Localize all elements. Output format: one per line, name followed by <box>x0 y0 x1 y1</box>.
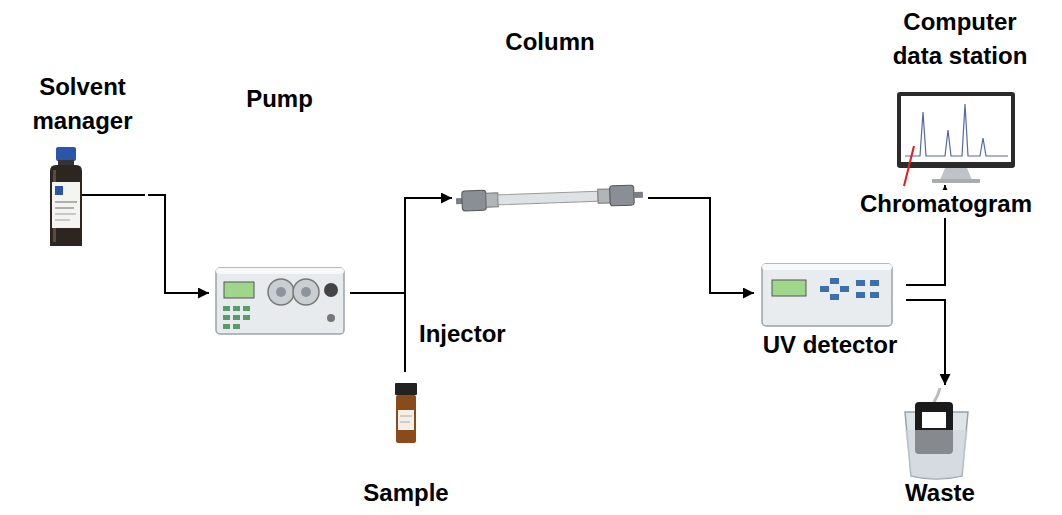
solvent-bottle-icon <box>52 182 80 228</box>
uv-detector-icon <box>772 280 806 296</box>
pump-icon <box>327 314 335 322</box>
column-icon <box>610 185 635 206</box>
solvent-bottle-icon <box>55 219 70 221</box>
solvent-bottle-icon <box>55 207 74 209</box>
monitor-icon <box>940 168 972 180</box>
uv-detector-icon <box>870 280 879 286</box>
uv-detector-icon <box>762 264 892 270</box>
column-icon <box>486 193 498 207</box>
column-icon <box>498 191 598 204</box>
uv-detector-icon <box>830 278 839 284</box>
uv-detector-icon <box>762 264 892 326</box>
pump-icon <box>233 306 240 311</box>
flow-connector <box>906 300 945 385</box>
component-node: UV detector <box>754 258 906 362</box>
pump-icon <box>223 315 230 320</box>
component-label: Sample <box>357 476 455 510</box>
sample-vial-icon <box>396 395 416 443</box>
uv-detector-icon <box>856 280 865 286</box>
uv-detector-icon <box>870 292 879 298</box>
uv-detector-icon <box>820 286 829 292</box>
column-icon <box>598 189 610 203</box>
waste-container-icon <box>922 412 946 428</box>
component-node: Column <box>452 25 648 215</box>
waste-container-icon <box>905 388 968 479</box>
solvent-bottle-icon <box>50 165 82 246</box>
solvent-bottle-icon <box>56 147 76 161</box>
tube-stub <box>82 194 145 196</box>
solvent-bottle-icon <box>55 213 76 215</box>
component-label: Waste <box>892 476 988 510</box>
waste-container-icon <box>905 430 968 479</box>
uv-detector-icon <box>762 264 892 326</box>
flow-connector <box>148 195 209 293</box>
pump-icon <box>276 287 286 297</box>
column-icon <box>456 185 644 212</box>
pump-icon <box>268 279 294 305</box>
pump-icon <box>324 283 338 297</box>
solvent-bottle-icon <box>50 147 82 246</box>
pump-icon <box>293 279 319 305</box>
leader-line <box>904 146 914 186</box>
waste-container-icon <box>934 388 940 402</box>
solvent-bottle-icon <box>55 186 63 195</box>
component-label: Pump <box>209 82 350 116</box>
pump-icon <box>223 306 230 311</box>
pump-icon <box>301 287 311 297</box>
pump-icon <box>243 315 250 320</box>
sample-vial-icon <box>395 383 417 443</box>
monitor-icon <box>932 179 980 183</box>
uv-detector-icon <box>830 294 839 300</box>
component-label: Column <box>452 25 648 59</box>
component-node: Sample <box>357 372 455 510</box>
sample-vial-icon <box>395 383 417 395</box>
component-label: UV detector <box>754 328 906 362</box>
pump-icon <box>233 315 240 320</box>
monitor-icon <box>897 92 1015 183</box>
sample-vial-icon <box>398 410 414 430</box>
solvent-bottle-icon <box>55 201 77 203</box>
component-node: Solvent manager <box>17 70 148 250</box>
pump-icon <box>216 268 344 334</box>
pump-icon <box>216 268 344 334</box>
component-label: Solvent manager <box>17 70 148 138</box>
pump-icon <box>243 306 250 311</box>
pump-icon <box>223 324 230 329</box>
sample-vial-icon <box>400 416 412 417</box>
monitor-icon <box>905 104 1008 156</box>
column-icon <box>634 192 643 198</box>
connector-label: Injector <box>416 320 509 348</box>
pump-icon <box>233 324 240 329</box>
waste-container-icon <box>905 412 968 479</box>
component-node: Pump <box>209 82 350 340</box>
component-label: Computer data station <box>877 5 1043 73</box>
uv-detector-icon <box>856 292 865 298</box>
pump-icon <box>216 268 344 274</box>
pump-icon <box>224 282 254 298</box>
flow-connector <box>648 198 754 293</box>
callout-label: Chromatogram <box>857 190 1035 218</box>
component-node: Waste <box>892 385 988 510</box>
monitor-icon <box>901 96 1011 162</box>
sample-vial-icon <box>400 422 410 423</box>
component-node: Computer data station <box>877 5 1043 185</box>
uv-detector-icon <box>840 286 849 292</box>
flow-connector <box>350 198 452 293</box>
monitor-icon <box>897 92 1015 168</box>
column-icon <box>462 190 487 211</box>
